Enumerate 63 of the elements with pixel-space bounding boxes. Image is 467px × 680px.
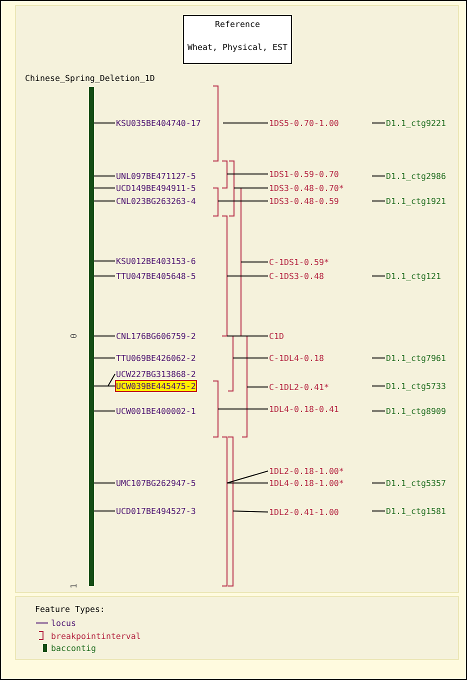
box-text: Wheat, Physical, EST (186, 42, 288, 52)
locus-label: CNL176BG606759-2 (116, 331, 196, 341)
leader-line (372, 200, 386, 202)
breakpoint-label: C-1DS3-0.48 (269, 271, 324, 281)
breakpoint-label: 1DL4-0.18-0.41 (269, 404, 339, 414)
locus-label: TTU047BE405648-5 (116, 271, 196, 281)
legend-text: breakpointinterval (51, 630, 141, 640)
leader-line (218, 408, 268, 410)
leader-line (94, 200, 116, 202)
locus-label: UCD017BE494527-3 (116, 506, 196, 516)
locus-label: UCD149BE494911-5 (116, 183, 196, 193)
contig-label: D1.1_ctg1921 (386, 196, 446, 206)
contig-label: D1.1_ctg9221 (386, 118, 446, 128)
locus-label: UCW227BG313868-2 (116, 369, 196, 379)
breakpoint-label: 1DL4-0.18-1.00* (269, 478, 344, 488)
locus-label: CNL023BG263263-4 (116, 196, 196, 206)
breakpoint-label: 1DL2-0.18-1.00* (269, 466, 344, 476)
breakpoint-label: C-1DS1-0.59* (269, 257, 329, 267)
breakpoint-label: 1DS5-0.70-1.00 (269, 118, 339, 128)
breakpoint-label: C-1DL4-0.18 (269, 353, 324, 363)
title-box (183, 15, 292, 64)
legend-text: locus (51, 618, 76, 628)
legend-text: baccontig (51, 643, 96, 653)
breakpoint-label: 1DS1-0.59-0.70 (269, 169, 339, 179)
scale-value: 0 (68, 334, 78, 338)
leader-line (372, 122, 386, 124)
breakpoint-label: 1DL2-0.41-1.00 (269, 507, 339, 517)
locus-label: UCW039BE445475-2 (116, 381, 196, 391)
leader-line (94, 260, 116, 262)
box-heading: Reference (214, 19, 261, 29)
breakpoint-label: C-1DL2-0.41* (269, 382, 329, 392)
leader-line (226, 482, 268, 484)
locus-label: UMC107BG262947-5 (116, 478, 196, 488)
leader-line (94, 482, 116, 484)
leader-line (372, 482, 386, 484)
locus-label: TTU069BE426062-2 (116, 353, 196, 363)
contig-label: D1.1_ctg5733 (386, 381, 446, 391)
contig-label: D1.1_ctg121 (386, 271, 441, 281)
legend-heading: Feature Types: (35, 604, 105, 614)
breakpoint-label: 1DS3-0.48-0.59 (269, 196, 339, 206)
leader-line (246, 386, 268, 388)
locus-label: KSU035BE404740-17 (116, 118, 201, 128)
leader-line (226, 470, 268, 484)
contig-label: D1.1_ctg2986 (386, 171, 446, 181)
leader-line (372, 510, 386, 512)
breakpoint-label: 1DS3-0.48-0.70* (269, 183, 344, 193)
leader-line (218, 200, 268, 202)
contig-label: D1.1_ctg8909 (386, 406, 446, 416)
map-title: Chinese_Spring_Deletion_1D (25, 73, 155, 83)
scale-value: 1 (68, 584, 78, 588)
leader-line (222, 122, 268, 124)
leader-line (232, 510, 268, 512)
locus-label: UCW001BE400002-1 (116, 406, 196, 416)
leader-line (94, 410, 116, 412)
locus-label: UNL097BE471127-5 (116, 171, 196, 181)
leader-line (372, 410, 386, 412)
breakpoint-label: C1D (269, 331, 284, 341)
contig-label: D1.1_ctg5357 (386, 478, 446, 488)
contig-label: D1.1_ctg7961 (386, 353, 446, 363)
leader-line (94, 122, 116, 124)
locus-label: KSU012BE403153-6 (116, 256, 196, 266)
leader-line (94, 510, 116, 512)
contig-label: D1.1_ctg1581 (386, 506, 446, 516)
